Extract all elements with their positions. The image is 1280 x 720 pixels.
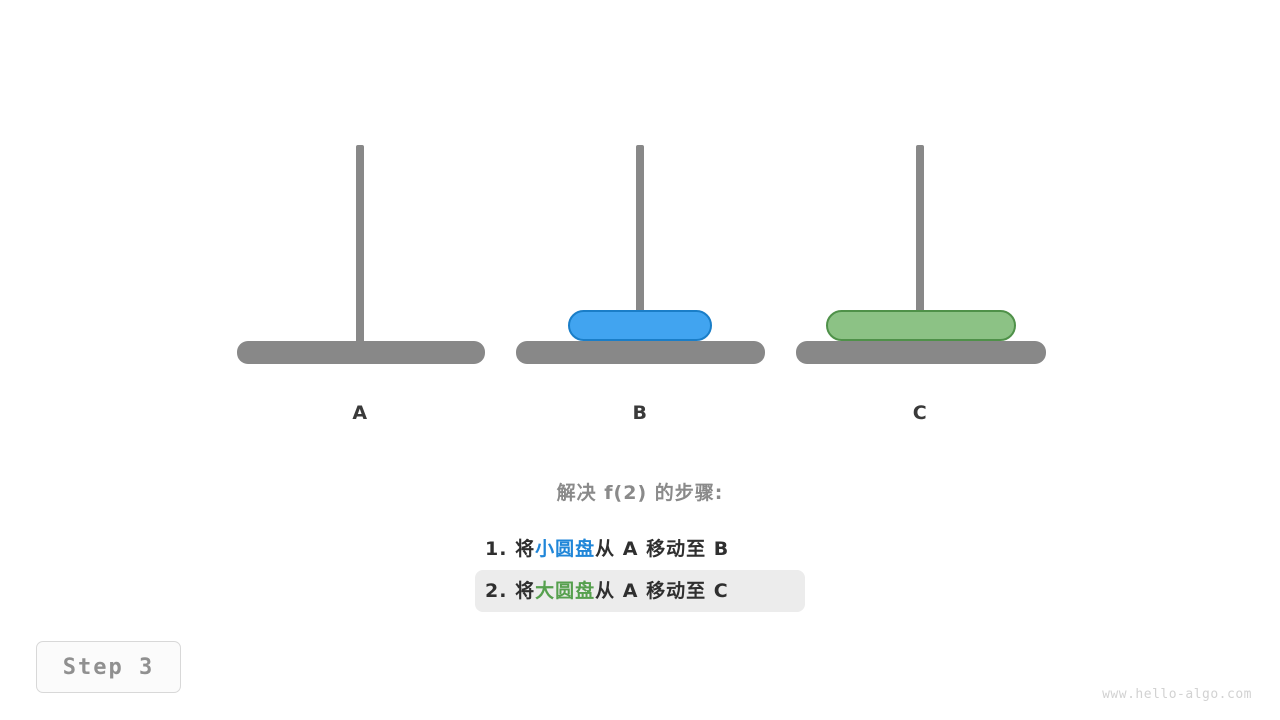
steps-heading: 解决 f(2) 的步骤: bbox=[556, 482, 724, 504]
step-move-word: 移动至 bbox=[646, 538, 707, 560]
peg-b-pillar bbox=[636, 145, 644, 345]
step-to-peg: B bbox=[713, 538, 730, 560]
step-verb: 将 bbox=[515, 538, 536, 560]
peg-a-pillar bbox=[356, 145, 364, 345]
peg-c-base bbox=[796, 341, 1046, 364]
step-move-word: 移动至 bbox=[646, 580, 707, 602]
peg-b-label: B bbox=[632, 402, 648, 424]
peg-c-label: C bbox=[912, 402, 928, 424]
step-verb: 将 bbox=[515, 580, 536, 602]
step-index: 2. bbox=[485, 580, 508, 602]
step-disk-label: 小圆盘 bbox=[535, 538, 596, 560]
step-disk-label: 大圆盘 bbox=[535, 580, 596, 602]
step-index: 1. bbox=[485, 538, 508, 560]
step-badge-label: Step 3 bbox=[62, 654, 155, 680]
step-from-peg: A bbox=[622, 538, 639, 560]
step-from-word: 从 bbox=[595, 538, 616, 560]
peg-a-base bbox=[237, 341, 485, 364]
watermark: www.hello-algo.com bbox=[1102, 687, 1252, 702]
step-badge: Step 3 bbox=[36, 641, 181, 693]
step-to-peg: C bbox=[713, 580, 729, 602]
peg-a-label: A bbox=[352, 402, 368, 424]
peg-c-pillar bbox=[916, 145, 924, 345]
step-row: 1. 将小圆盘从 A 移动至 B bbox=[475, 528, 805, 570]
peg-b-base bbox=[516, 341, 765, 364]
small-disk bbox=[568, 310, 712, 341]
step-row: 2. 将大圆盘从 A 移动至 C bbox=[475, 570, 805, 612]
step-from-word: 从 bbox=[595, 580, 616, 602]
steps-list: 1. 将小圆盘从 A 移动至 B 2. 将大圆盘从 A 移动至 C bbox=[0, 528, 1280, 612]
step-from-peg: A bbox=[622, 580, 639, 602]
large-disk bbox=[826, 310, 1016, 341]
